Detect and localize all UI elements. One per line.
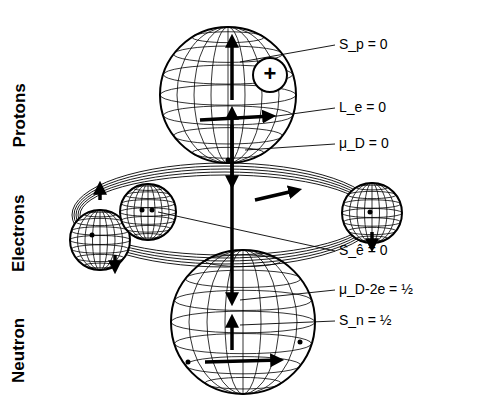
side-label: Electrons xyxy=(11,194,30,271)
quantity-label: L_e = 0 xyxy=(339,100,386,115)
side-label: Protons xyxy=(11,83,30,147)
quantity-label: S_n = ½ xyxy=(339,313,392,328)
quantity-label: S_p = 0 xyxy=(339,37,388,52)
charge-sign: + xyxy=(264,62,277,86)
quantity-label: μ_D-2e = ½ xyxy=(339,282,413,297)
quantity-label: S_ê = 0 xyxy=(339,243,388,258)
quantity-label: μ_D = 0 xyxy=(339,136,389,151)
side-label: Neutron xyxy=(11,317,30,382)
